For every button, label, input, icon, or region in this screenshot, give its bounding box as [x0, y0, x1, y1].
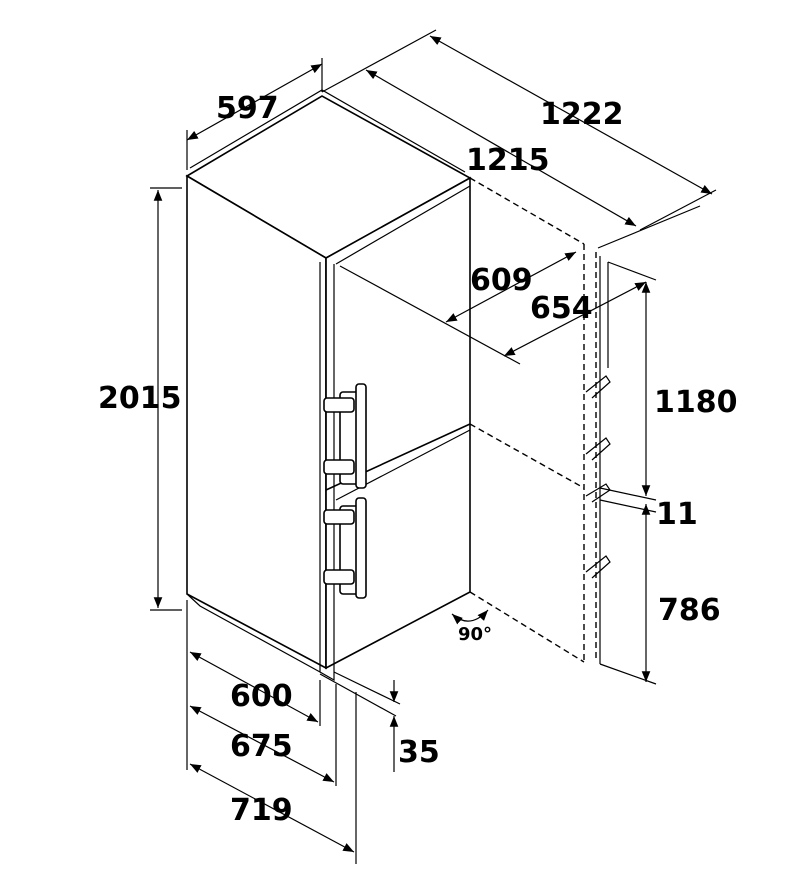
dim-1215: [365, 69, 701, 249]
label-675: 675: [230, 729, 293, 764]
dim-bottom: [186, 600, 357, 864]
lower-handle: [323, 497, 367, 599]
dim-right-vertical: [599, 261, 657, 685]
label-654: 654: [530, 291, 593, 326]
label-719: 719: [230, 793, 293, 828]
label-1180: 1180: [654, 385, 738, 420]
label-609: 609: [470, 263, 533, 298]
dim-597: [186, 58, 323, 170]
label-11: 11: [656, 497, 698, 532]
dim-654: [503, 281, 647, 357]
dim-35: [319, 671, 401, 772]
dim-2015: [150, 187, 182, 611]
label-angle: 90°: [458, 624, 492, 645]
label-600: 600: [230, 679, 293, 714]
label-786: 786: [658, 593, 721, 628]
fridge-body: [185, 89, 472, 682]
label-35: 35: [398, 735, 440, 770]
label-597: 597: [216, 91, 279, 126]
upper-handle: [323, 383, 367, 489]
label-1222: 1222: [540, 97, 624, 132]
door-angle-arc: [451, 609, 489, 625]
label-2015: 2015: [98, 381, 182, 416]
label-1215: 1215: [466, 143, 550, 178]
open-door-outline: [469, 177, 611, 664]
